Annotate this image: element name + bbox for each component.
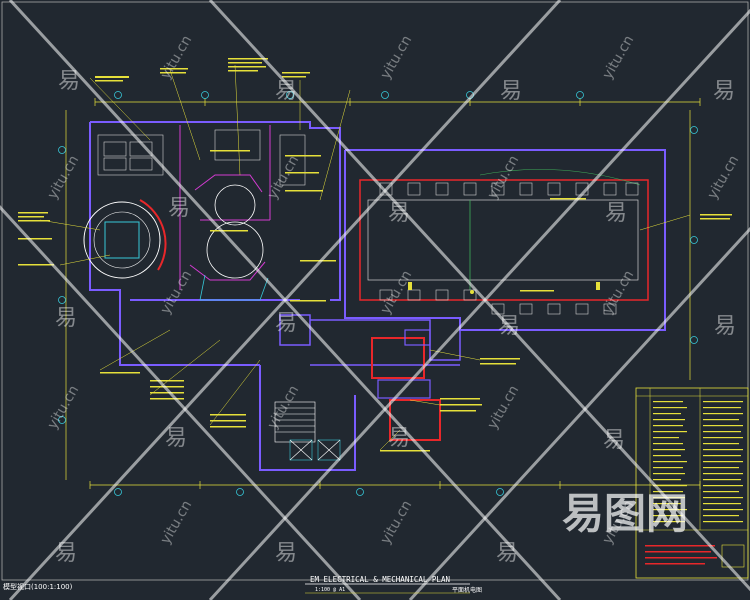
wm-domain: yitu.cn [45,383,83,432]
wm-glyph: 易 [498,314,520,339]
wm-glyph: 易 [275,311,297,336]
furniture-upper-left [97,129,306,186]
wm-glyph: 易 [165,426,187,451]
wm-domain: yitu.cn [378,33,416,82]
stair-core [274,401,341,461]
wm-domain: yitu.cn [600,33,638,82]
seating-row-top [379,182,639,196]
viewport-label: 模型视口(100:1:100) [3,582,73,591]
wm-glyph: 易 [388,426,410,451]
wm-glyph: 易 [714,314,736,339]
drawing-title: EM ELECTRICAL & MECHANICAL PLAN [310,575,450,584]
wm-domain: yitu.cn [378,498,416,547]
wm-domain: yitu.cn [485,153,523,202]
wm-domain: yitu.cn [265,383,303,432]
wm-domain: yitu.cn [158,498,196,547]
seating-row-bottom [379,289,617,315]
small-rooms [377,329,431,399]
wm-domain: yitu.cn [485,383,523,432]
light-fixtures [408,282,600,294]
wm-glyph: 易 [603,428,625,453]
top-dimension-line [94,98,701,106]
right-hall-walls [344,149,666,331]
title-block: EM ELECTRICAL & MECHANICAL PLAN 1:100 @ … [305,575,482,594]
wm-domain: yitu.cn [158,268,196,317]
grid-bubbles [58,91,698,496]
wm-glyph: 易 [55,541,77,566]
wm-glyph: 易 [500,79,522,104]
wm-domain: yitu.cn [378,268,416,317]
bottom-dimension-line [89,481,701,489]
wm-glyph: 易 [55,306,77,331]
right-hall-red-outline [359,179,649,301]
wm-domain: yitu.cn [158,33,196,82]
watermark-brand: 易图网 [562,489,688,538]
round-stair [83,199,167,279]
sheet-border [1,1,749,581]
drawing-scale: 1:100 @ A1 [315,587,345,593]
wm-domain: yitu.cn [705,153,743,202]
wm-domain: yitu.cn [600,268,638,317]
wm-glyph: 易 [58,69,80,94]
wm-glyph: 易 [605,201,627,226]
interior-partitions [179,125,271,290]
wm-glyph: 易 [275,541,297,566]
wm-glyph: 易 [713,79,735,104]
watermark-domain-text: yitu.cn yitu.cn yitu.cn yitu.cn yitu.cn … [45,33,743,547]
wm-glyph: 易 [168,196,190,221]
legend-table [635,387,749,579]
wm-glyph: 易 [388,201,410,226]
wm-glyph: 易 [275,79,297,104]
watermark-glyphs: 易 易 易 易 易 易 易 易 易 易 易 易 易 易 易 易 易 [55,69,736,566]
wm-glyph: 易 [496,541,518,566]
wm-domain: yitu.cn [45,153,83,202]
annotation-text-blocks [18,58,732,452]
central-round-area [199,184,269,301]
drawing-subtitle-cn: 平面机电图 [452,586,482,594]
right-hall-green-curve-2 [479,169,641,186]
